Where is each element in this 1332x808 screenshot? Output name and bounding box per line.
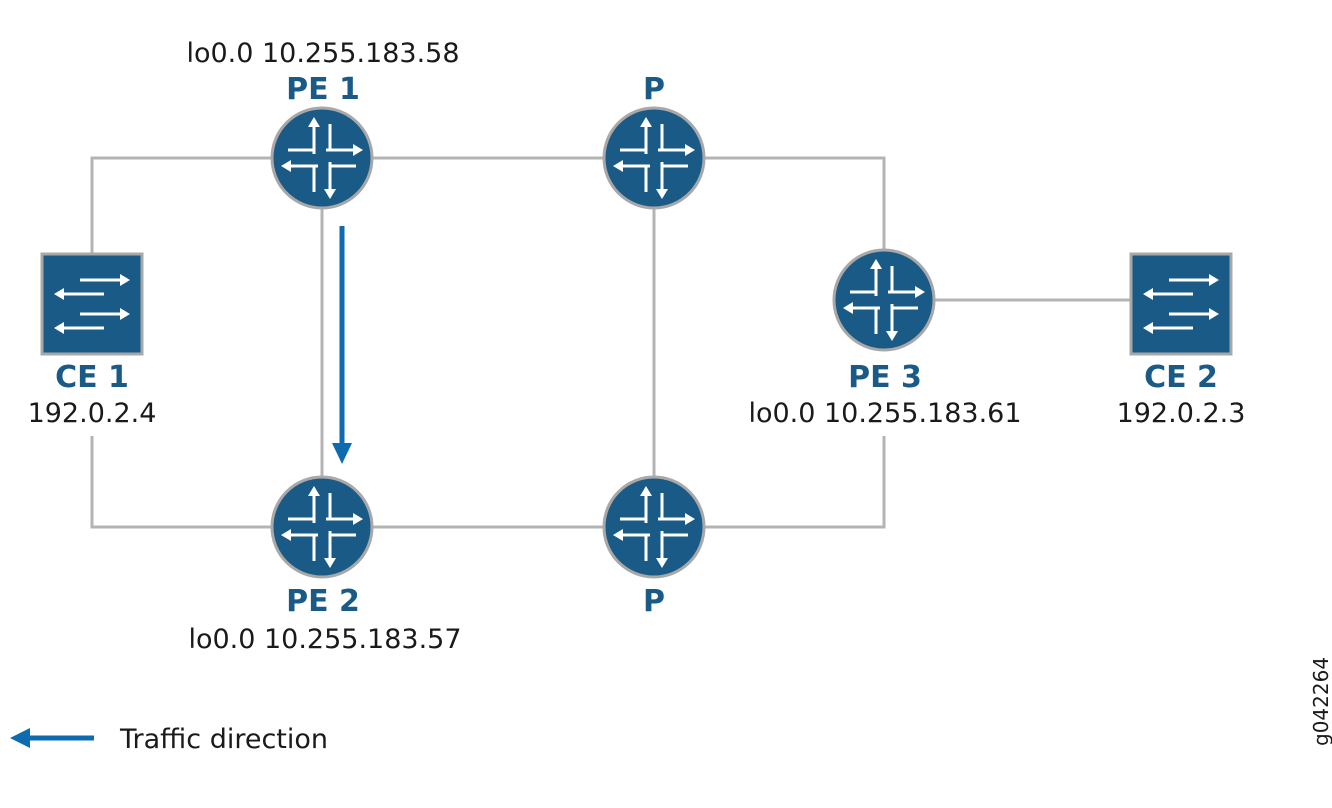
figure-id: g042264	[1309, 657, 1332, 746]
link-ce1-pe2	[90, 436, 272, 529]
pe1-name: PE 1	[286, 72, 360, 107]
router-p-bottom[interactable]	[602, 475, 706, 579]
ce1-name: CE 1	[55, 360, 129, 395]
pe3-name: PE 3	[848, 360, 922, 395]
links	[90, 156, 1132, 529]
pe1-address: lo0.0 10.255.183.58	[186, 38, 459, 69]
pe2-address: lo0.0 10.255.183.57	[188, 624, 461, 655]
router-p-top[interactable]	[602, 106, 706, 210]
link-p-top-pe3	[704, 156, 886, 250]
router-pe3[interactable]	[832, 248, 936, 352]
traffic-arrow	[332, 226, 352, 464]
router-pe2[interactable]	[270, 475, 374, 579]
legend: Traffic direction	[10, 724, 328, 755]
ce1-address: 192.0.2.4	[28, 398, 157, 429]
switch-ce1[interactable]	[40, 252, 144, 356]
ce2-address: 192.0.2.3	[1117, 398, 1246, 429]
ce2-name: CE 2	[1144, 360, 1218, 395]
router-pe1[interactable]	[270, 106, 374, 210]
switch-ce2[interactable]	[1129, 252, 1233, 356]
pe3-address: lo0.0 10.255.183.61	[748, 398, 1021, 429]
legend-traffic-label: Traffic direction	[119, 724, 328, 755]
p-top-name: P	[643, 72, 665, 107]
p-bottom-name: P	[643, 584, 665, 619]
link-p-bottom-pe3	[704, 436, 886, 529]
link-ce1-pe1	[90, 156, 272, 254]
pe2-name: PE 2	[286, 584, 360, 619]
